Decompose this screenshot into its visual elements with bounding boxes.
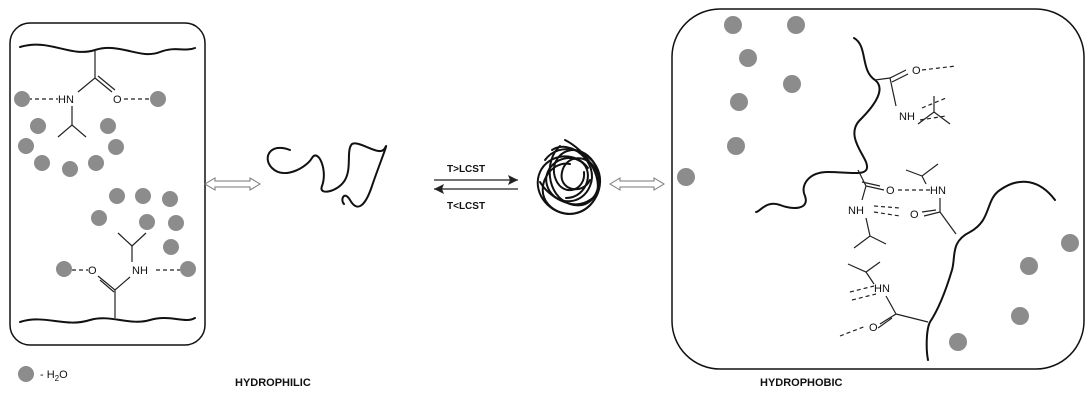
upper-amide-nh: NH [899, 111, 915, 123]
middle-left-isopropyl [853, 217, 887, 249]
heating-label: T>LCST [447, 164, 485, 175]
upper-hbond-nh-1 [921, 97, 947, 109]
water-molecule [62, 161, 78, 177]
water-molecule [91, 210, 107, 226]
middle-right-carbonyl-o: O [910, 209, 919, 221]
upper-carbonyl-double [891, 73, 909, 83]
middle-right-isopropyl [905, 163, 939, 185]
cooling-label: T<LCST [447, 201, 485, 212]
water-molecule [135, 188, 151, 204]
bottom-isopropyl-right [847, 261, 881, 285]
middle-right-backbone-link [939, 211, 957, 235]
middle-left-hbond-nh-1 [873, 205, 901, 209]
water-molecule [677, 168, 695, 186]
hydrophobic-panel: O NH O NH HN O HN O [671, 8, 1085, 370]
water-molecule [787, 16, 805, 34]
water-molecule [162, 191, 178, 207]
top-carbonyl-double [97, 75, 116, 91]
top-isopropyl [57, 106, 87, 138]
reverse-arrow-head [434, 184, 444, 194]
top-amide-nh: HN [58, 94, 74, 106]
water-molecule [168, 215, 184, 231]
top-sidechain-bond [77, 50, 96, 93]
hydrophobic-caption: HYDROPHOBIC [760, 377, 843, 389]
bottom-hbond-h-1 [849, 285, 875, 293]
water-molecule [724, 16, 742, 34]
water-molecule [739, 49, 757, 67]
water-molecule [18, 138, 34, 154]
hydrophilic-frame [9, 22, 206, 346]
water-molecule [1011, 307, 1029, 325]
water-molecule [56, 261, 72, 277]
bottom-hbond-o [839, 325, 867, 337]
upper-carbonyl-o: O [912, 65, 921, 77]
water-molecule [727, 137, 745, 155]
water-molecule [14, 91, 30, 107]
bottom-backbone-link [895, 313, 929, 323]
middle-left-carbonyl-double [861, 181, 881, 187]
water-molecule [163, 239, 179, 255]
bottom-isopropyl [117, 232, 147, 262]
water-molecule [949, 333, 967, 351]
top-backbone-chain [19, 43, 196, 56]
middle-right-amide-bond [923, 198, 941, 217]
hydrophilic-panel: HN O O NH [9, 22, 206, 346]
bottom-backbone-chain [19, 317, 196, 324]
upper-isopropyl [917, 96, 951, 125]
top-carbonyl-bond [94, 77, 113, 93]
water-molecule [30, 118, 46, 134]
bottom-carbonyl-o-right: O [869, 322, 878, 334]
middle-left-carbonyl-o: O [886, 185, 895, 197]
water-legend: - H2O [18, 366, 68, 383]
water-molecule [150, 91, 166, 107]
transition-arrows: T>LCST T<LCST [434, 164, 518, 212]
bottom-hbond-h-2 [851, 293, 877, 301]
middle-right-carbonyl-double [921, 209, 937, 213]
water-molecule [109, 188, 125, 204]
hydrophilic-caption: HYDROPHILIC [235, 377, 311, 389]
bottom-carbonyl-o: O [88, 265, 97, 277]
bottom-amide-nh: NH [132, 265, 148, 277]
bottom-amide-bond [879, 295, 897, 325]
water-molecule [1020, 257, 1038, 275]
upper-hbond-o [921, 65, 957, 71]
water-molecule [139, 214, 155, 230]
upper-hbond-nh-2 [919, 115, 947, 121]
hydrophobic-backbone-chain-2 [925, 180, 1056, 361]
top-carbonyl-o: O [113, 94, 122, 106]
bottom-carbonyl-double [99, 279, 115, 293]
middle-right-amide-hn: HN [930, 185, 946, 197]
hydrophobic-backbone-chain [755, 37, 881, 213]
water-molecule [1061, 234, 1079, 252]
water-molecule [100, 118, 116, 134]
middle-left-amide-bond [861, 185, 867, 201]
water-molecule [34, 155, 50, 171]
water-legend-label: - H2O [40, 369, 68, 383]
water-legend-icon [18, 366, 34, 382]
bottom-carbonyl-double [877, 317, 893, 329]
bottom-amide-hn: HN [874, 283, 890, 295]
upper-amide-bond [889, 77, 897, 107]
hydrophobic-frame [671, 8, 1085, 370]
equivalence-arrow-left [204, 177, 261, 191]
collapsed-polymer-globule [536, 139, 601, 216]
water-molecule [88, 155, 104, 171]
water-molecule [108, 139, 124, 155]
middle-left-amide-nh: NH [848, 205, 864, 217]
equivalence-arrow-right [609, 177, 665, 191]
water-molecule [180, 261, 196, 277]
forward-arrow-head [508, 175, 518, 185]
water-molecule [730, 93, 748, 111]
middle-left-hbond-nh-2 [873, 211, 901, 217]
extended-polymer-chain [266, 142, 388, 208]
water-molecule [783, 75, 801, 93]
